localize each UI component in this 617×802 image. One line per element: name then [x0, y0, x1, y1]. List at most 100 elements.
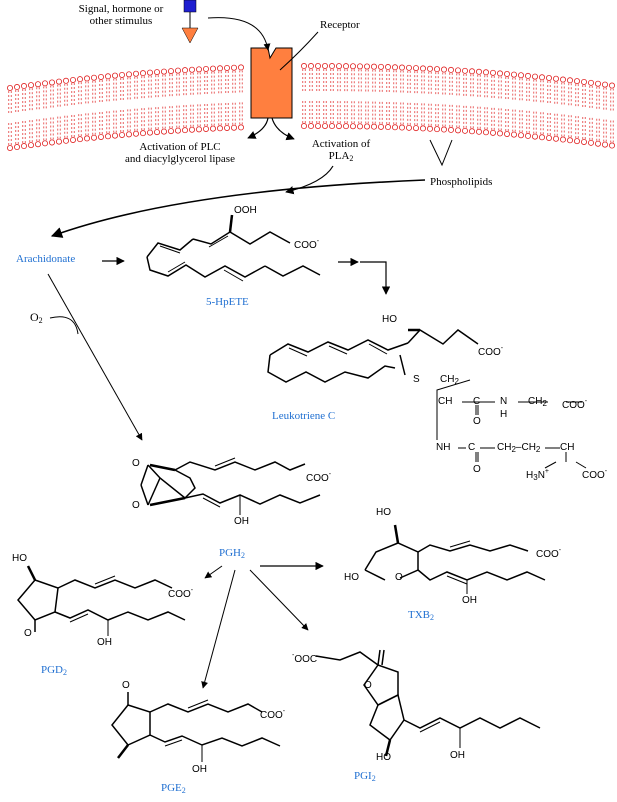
lipid-head [237, 124, 244, 131]
lipid-head [195, 66, 202, 73]
lipid-head [440, 66, 447, 73]
lipid-head [146, 129, 153, 136]
lipid-head [489, 69, 496, 76]
plc-line1: Activation of PLC [139, 141, 221, 153]
lipid-head [475, 128, 482, 135]
lipid-head [560, 76, 567, 83]
lipid-head [132, 130, 139, 137]
lipid-head [307, 63, 314, 70]
lipid-head [77, 136, 84, 143]
lipid-head [356, 123, 363, 130]
lipid-head [426, 125, 433, 132]
lipid-head [496, 70, 503, 77]
lipid-head [20, 83, 27, 90]
receptor-shape [250, 47, 293, 119]
lipid-head [209, 65, 216, 72]
lipid-head [581, 138, 588, 145]
lipid-head [98, 73, 105, 80]
lipid-head [56, 78, 63, 85]
lipid-head [146, 69, 153, 76]
txb-ho1: HO [376, 507, 391, 518]
pgh2-label: PGH2 [219, 547, 246, 560]
pgd2-label: PGD2 [41, 664, 68, 677]
lipid-head [539, 134, 546, 141]
ltc-h3n: H3N+ [526, 468, 550, 482]
lipid-head [56, 138, 63, 145]
lipid-head [63, 137, 70, 144]
plc-line2: and diacylglycerol lipase [125, 153, 235, 165]
ltc-n: N [500, 396, 508, 407]
lipid-head [602, 81, 609, 88]
lipid-head [377, 63, 384, 70]
pla2-line2: PLA2 [328, 150, 354, 163]
o2-label: O2 [30, 310, 43, 325]
ltc-coo2: COO- [562, 398, 588, 411]
lipid-head [370, 123, 377, 130]
lipid-head [223, 64, 230, 71]
lipid-head [335, 63, 342, 70]
lipid-head [126, 71, 133, 78]
pgh-o2: O [132, 500, 140, 511]
lipid-head [160, 128, 167, 135]
lipid-head [349, 123, 356, 130]
txb2-structure [364, 524, 546, 594]
lipid-head [139, 130, 146, 137]
ltc-o1: O [473, 416, 481, 427]
pge2-structure [111, 692, 281, 762]
lipid-head [321, 63, 328, 70]
lipid-head [70, 136, 77, 143]
lipid-head [328, 123, 335, 130]
lipid-head [230, 124, 237, 131]
lipid-head [468, 128, 475, 135]
lipid-head [391, 64, 398, 71]
lipid-head [510, 71, 517, 78]
lipid-head [454, 127, 461, 134]
pgh-coo: COO- [306, 471, 332, 484]
lipid-head [525, 132, 532, 139]
lipid-head [230, 64, 237, 71]
lipid-head [602, 141, 609, 148]
lipid-head [398, 124, 405, 131]
lipid-head [13, 144, 20, 151]
lipid-head [132, 70, 139, 77]
hpete-coo: COO- [294, 238, 320, 251]
lipid-head [553, 135, 560, 142]
pgd2-structure [17, 565, 186, 636]
pla2-line1: Activation of [311, 138, 371, 150]
lipid-head [328, 63, 335, 70]
pgd-ho: HO [12, 553, 27, 564]
lipid-head [595, 140, 602, 147]
pla2-label: Activation of PLA2 [296, 138, 386, 165]
lipid-head [342, 63, 349, 70]
lipid-head [482, 129, 489, 136]
ltc-coo3: COO- [582, 468, 608, 481]
ltc-h: H [500, 409, 508, 420]
txb-o: O [395, 572, 403, 583]
lipid-head [63, 77, 70, 84]
stimulus-line2: other stimulus [89, 15, 153, 27]
lipid-head [307, 123, 314, 130]
lipid-head [209, 125, 216, 132]
ltc-ho: HO [382, 314, 397, 325]
lipid-head [195, 126, 202, 133]
plc-label: Activation of PLC and diacylglycerol lip… [110, 141, 250, 165]
cell-membrane [7, 63, 616, 151]
ltc-ch2-2: CH2 [528, 396, 547, 408]
lipid-head [518, 132, 525, 139]
lipid-head [84, 135, 91, 142]
lipid-head [335, 123, 342, 130]
pgh-oh: OH [234, 516, 249, 527]
lipid-head [503, 131, 510, 138]
lipid-head [567, 137, 574, 144]
lipid-head [532, 133, 539, 140]
lipid-head [588, 79, 595, 86]
lipid-head [223, 124, 230, 131]
hpete-structure [146, 214, 321, 282]
lipid-head [300, 123, 307, 130]
lipid-head [475, 68, 482, 75]
pgd-coo: COO- [168, 587, 194, 600]
lipid-head [609, 142, 616, 149]
lipid-head [454, 67, 461, 74]
stimulus-label: Signal, hormone or other stimulus [66, 3, 176, 27]
arachidonate-label: Arachidonate [16, 253, 76, 265]
